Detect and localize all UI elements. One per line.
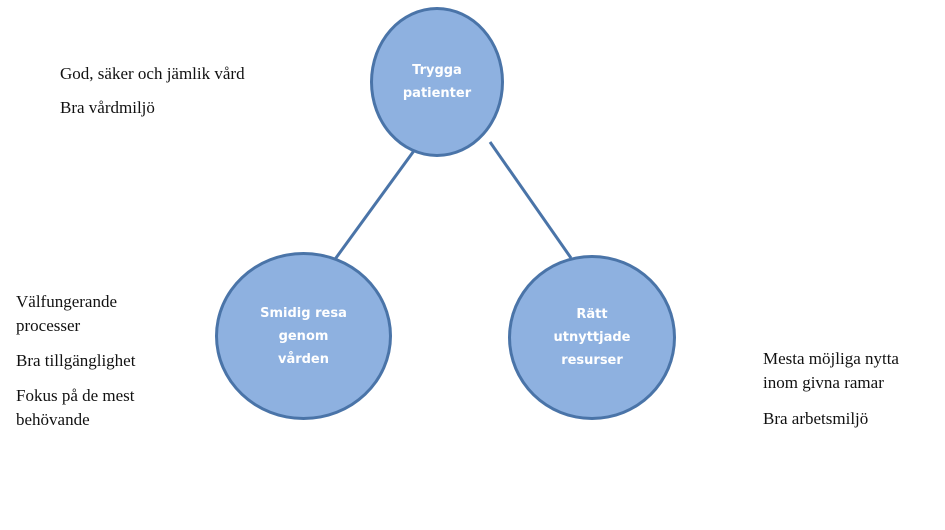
text-group-left: Välfungerande processer Bra tillgängligh… bbox=[16, 290, 135, 443]
node-label: Trygga patienter bbox=[402, 63, 472, 101]
text-item: Fokus på de mest behövande bbox=[16, 386, 135, 429]
node-label: Smidig resa genom vården bbox=[260, 305, 347, 367]
text-item: Bra arbetsmiljö bbox=[763, 409, 869, 428]
text-item: Mesta möjliga nytta inom givna ramar bbox=[763, 349, 899, 392]
text-item: Välfungerande processer bbox=[16, 292, 118, 335]
connector-top-right bbox=[488, 141, 573, 259]
node-label: Rätt utnyttjade resurser bbox=[553, 307, 631, 368]
connector-top-left bbox=[331, 147, 418, 263]
text-group-top: God, säker och jämlik vård Bra vårdmiljö bbox=[60, 62, 245, 130]
text-item: God, säker och jämlik vård bbox=[60, 64, 245, 83]
node-ratt-resurser: Rätt utnyttjade resurser bbox=[508, 255, 676, 420]
text-group-right: Mesta möjliga nytta inom givna ramar Bra… bbox=[763, 347, 899, 443]
text-item: Bra vårdmiljö bbox=[60, 98, 155, 117]
node-trygga-patienter: Trygga patienter bbox=[370, 7, 504, 157]
text-item: Bra tillgänglighet bbox=[16, 351, 136, 370]
node-smidig-resa: Smidig resa genom vården bbox=[215, 252, 392, 420]
